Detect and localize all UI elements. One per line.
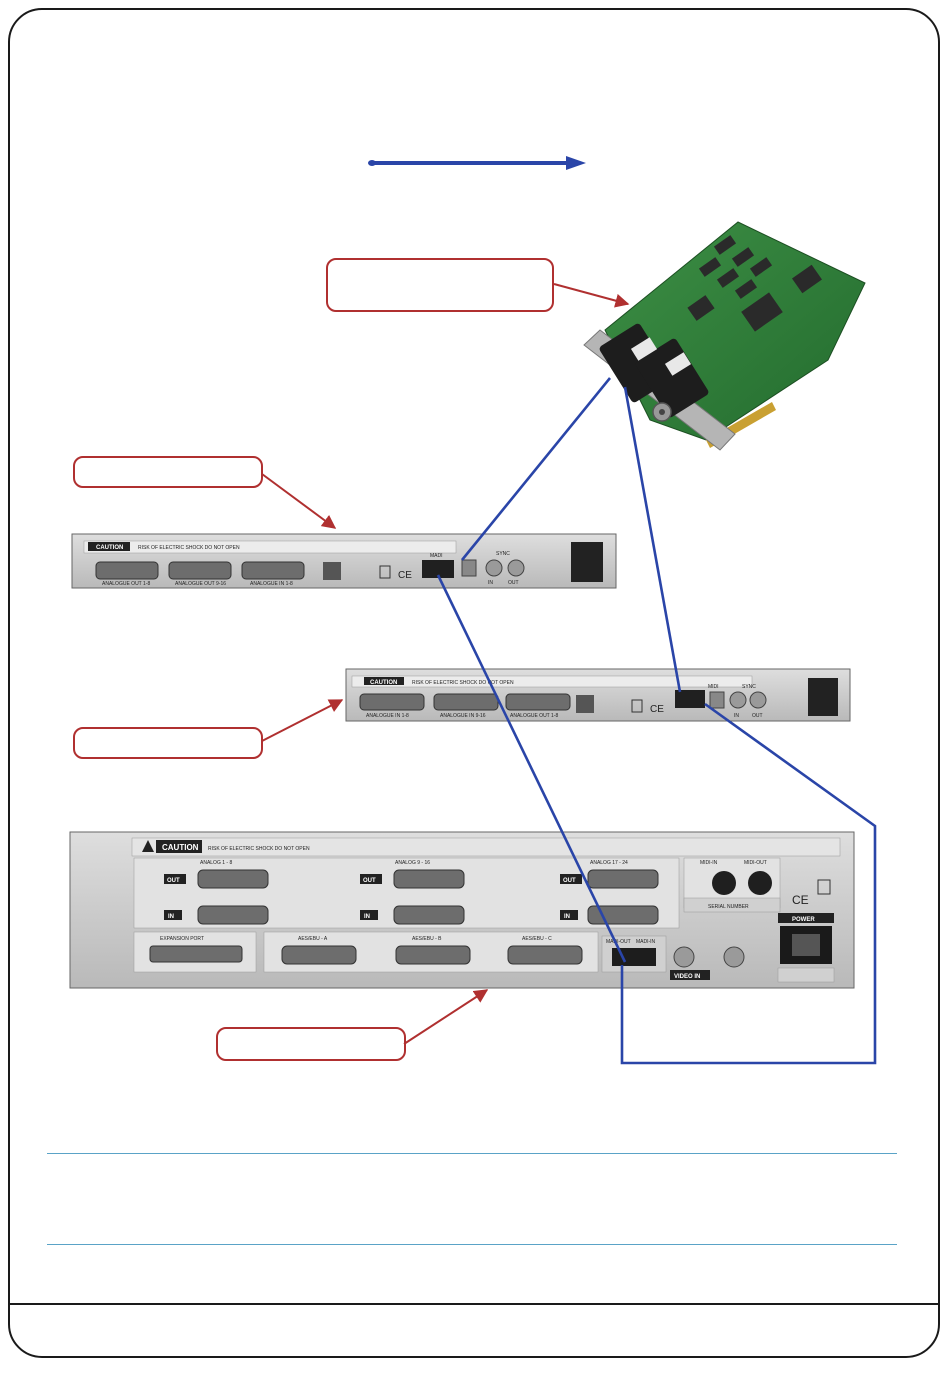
callout-pcie-card <box>326 258 554 312</box>
pcie-card-image <box>583 221 866 451</box>
unit2-shock: RISK OF ELECTRIC SHOCK DO NOT OPEN <box>412 680 514 686</box>
unit1-out: OUT <box>508 580 519 586</box>
unit3-power: POWER <box>792 917 815 923</box>
unit3-out-1: OUT <box>167 878 180 884</box>
unit3-in-1: IN <box>168 914 174 920</box>
arrow-right-icon <box>368 156 586 170</box>
unit3-madi-in: MADI-IN <box>636 939 656 945</box>
unit3-in-3: IN <box>564 914 570 920</box>
unit3-ce: CE <box>792 893 809 907</box>
connection-lines <box>436 377 877 1065</box>
unit3-caution: CAUTION <box>162 843 199 852</box>
unit2-port-2: ANALOGUE IN 9-16 <box>440 713 486 719</box>
warning-icon <box>142 840 154 852</box>
rack-unit-1: CAUTION RISK OF ELECTRIC SHOCK DO NOT OP… <box>71 533 617 589</box>
unit3-aes-b: AES/EBU - B <box>412 936 442 942</box>
unit2-caution: CAUTION <box>370 680 397 686</box>
svg-text:CE: CE <box>650 704 664 715</box>
unit3-midi-in: MIDI-IN <box>700 860 718 866</box>
unit2-midi: MIDI <box>708 684 719 690</box>
callout-unit-1 <box>73 456 263 488</box>
unit3-shock: RISK OF ELECTRIC SHOCK DO NOT OPEN <box>208 846 310 852</box>
unit3-analog-2: ANALOG 9 - 16 <box>395 860 430 866</box>
unit3-in-2: IN <box>364 914 370 920</box>
rack-unit-2: CAUTION RISK OF ELECTRIC SHOCK DO NOT OP… <box>345 668 851 722</box>
unit3-aes-a: AES/EBU - A <box>298 936 328 942</box>
unit2-sync: SYNC <box>742 684 756 690</box>
callout-unit-2 <box>73 727 263 759</box>
bin-icon <box>379 565 391 579</box>
unit3-madi-out: MADI-OUT <box>606 939 631 945</box>
unit3-midi-out: MIDI-OUT <box>744 860 767 866</box>
caption-rule-top <box>47 1153 897 1154</box>
unit2-port-1: ANALOGUE IN 1-8 <box>366 713 409 719</box>
ce-mark-icon: CE <box>398 570 412 581</box>
unit1-port-2: ANALOGUE OUT 9-16 <box>175 581 226 587</box>
unit3-out-3: OUT <box>563 878 576 884</box>
unit2-port-3: ANALOGUE OUT 1-8 <box>510 713 558 719</box>
unit3-video-in: VIDEO IN <box>674 974 700 980</box>
page-frame <box>8 8 940 1358</box>
unit1-madi: MADI <box>430 553 443 559</box>
unit1-in: IN <box>488 580 493 586</box>
unit3-analog-1: ANALOG 1 - 8 <box>200 860 232 866</box>
caption-rule-bottom <box>47 1244 897 1245</box>
unit1-caution: CAUTION <box>96 545 123 551</box>
unit3-analog-3: ANALOG 17 - 24 <box>590 860 628 866</box>
unit1-sync: SYNC <box>496 551 510 557</box>
unit3-serial: SERIAL NUMBER <box>708 904 749 910</box>
footer-divider <box>10 1303 938 1305</box>
unit3-aes-c: AES/EBU - C <box>522 936 552 942</box>
callout-unit-3 <box>216 1027 406 1061</box>
rack-unit-3: CAUTION RISK OF ELECTRIC SHOCK DO NOT OP… <box>69 831 855 989</box>
unit3-out-2: OUT <box>363 878 376 884</box>
unit2-out: OUT <box>752 713 763 719</box>
unit3-expansion: EXPANSION PORT <box>160 936 204 942</box>
unit1-port-1: ANALOGUE OUT 1-8 <box>102 581 150 587</box>
unit1-port-3: ANALOGUE IN 1-8 <box>250 581 293 587</box>
unit2-in: IN <box>734 713 739 719</box>
callout-arrows <box>261 283 630 1045</box>
unit1-shock: RISK OF ELECTRIC SHOCK DO NOT OPEN <box>138 545 240 551</box>
